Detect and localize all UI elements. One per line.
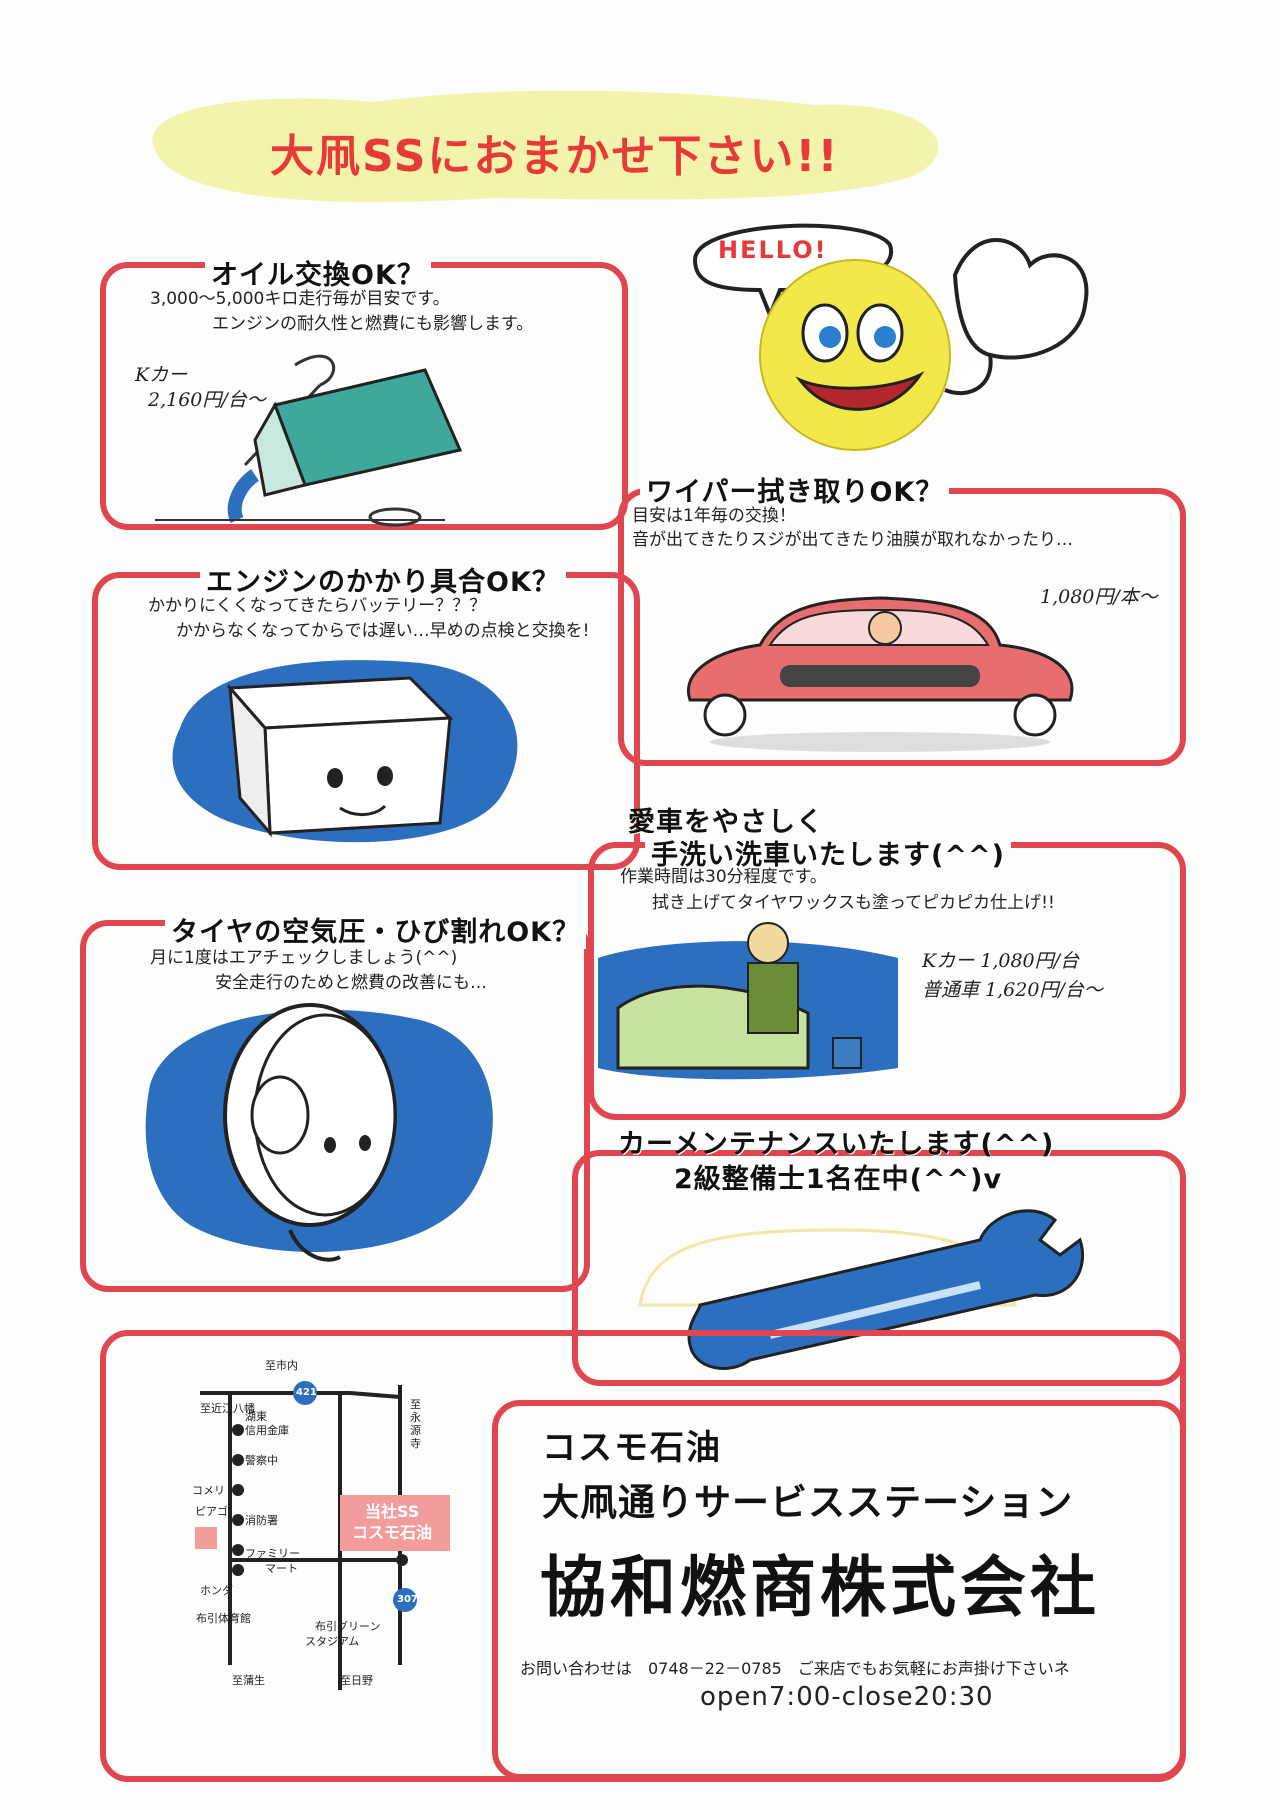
route-421-badge: 421 bbox=[296, 1387, 317, 1398]
oil-price-label: Kカー bbox=[135, 364, 188, 386]
oil-line-2: エンジンの耐久性と燃費にも影響します。 bbox=[212, 314, 534, 334]
map-gym: 布引体育館 bbox=[196, 1612, 251, 1625]
maintenance-box bbox=[572, 1150, 1186, 1386]
engine-line-1: かかりにくくなってきたらバッテリー？？？ bbox=[148, 596, 487, 616]
car-wash-illustration bbox=[598, 922, 898, 1080]
map-komeri: コメリ bbox=[192, 1484, 225, 1497]
map-police: 警察中 bbox=[245, 1454, 278, 1467]
engine-line-2: かからなくなってからでは遅い…早めの点検と交換を! bbox=[176, 621, 590, 641]
company-hours: open7:00-close20:30 bbox=[700, 1682, 994, 1712]
map-green-2: スタジアム bbox=[305, 1635, 360, 1648]
car-illustration bbox=[686, 596, 1074, 752]
company-station: 大凧通りサービスステーション bbox=[542, 1481, 1074, 1524]
wash-line-2: 拭き上げてタイヤワックスも塗ってピカピカ仕上げ!! bbox=[652, 893, 1055, 913]
wiper-heading: ワイパー拭き取りOK？ bbox=[640, 470, 950, 509]
map-bank-2: 信用金庫 bbox=[245, 1424, 289, 1437]
oil-price: 2,160円/台～ bbox=[148, 389, 266, 411]
company-brand: コスモ石油 bbox=[542, 1428, 722, 1468]
company-name: 協和燃商株式会社 bbox=[540, 1549, 1100, 1626]
map-ss-label-1: 当社SS bbox=[365, 1502, 420, 1521]
tire-line-1: 月に1度はエアチェックしましょう(^^) bbox=[150, 948, 458, 968]
oil-line-1: 3,000～5,000キロ走行毎が目安です。 bbox=[150, 289, 450, 309]
map-family-2: マート bbox=[265, 1562, 298, 1575]
battery-illustration bbox=[172, 660, 518, 843]
wiper-price: 1,080円/本～ bbox=[1040, 586, 1158, 608]
wash-heading-1: 愛車をやさしく bbox=[628, 807, 824, 838]
map-piago: ピアゴ bbox=[195, 1505, 228, 1518]
tire-line-2: 安全走行のためと燃費の改善にも… bbox=[215, 973, 487, 993]
wiper-line-1: 目安は1年毎の交換！ bbox=[632, 506, 796, 526]
engine-heading: エンジンのかかり具合OK？ bbox=[200, 560, 566, 599]
map-green-1: 布引グリーン bbox=[315, 1620, 381, 1633]
map-ss-label-2: コスモ石油 bbox=[352, 1523, 433, 1542]
maintenance-heading-2: 2級整備士1名在中(^^)v bbox=[668, 1157, 1009, 1196]
wash-price-1: Kカー 1,080円/台 bbox=[922, 950, 1080, 972]
wiper-line-2: 音が出てきたりスジが出てきたり油膜が取れなかったり… bbox=[632, 530, 1073, 550]
wash-price-2: 普通車 1,620円/台～ bbox=[922, 979, 1103, 1001]
map-hino: 至日野 bbox=[340, 1674, 373, 1687]
hello-bubble-text: HELLO! bbox=[718, 236, 828, 264]
company-contact: お問い合わせは 0748－22－0785 ご来店でもお気軽にお声掛け下さいネ bbox=[520, 1659, 1070, 1678]
page-title: 大凧SSにおまかせ下さい!! bbox=[270, 131, 840, 182]
wash-heading-2: 手洗い洗車いたします(^^) bbox=[645, 833, 1011, 872]
map-north: 至市内 bbox=[265, 1359, 298, 1372]
wrench-illustration bbox=[638, 1209, 1085, 1370]
oil-heading: オイル交換OK？ bbox=[205, 253, 431, 292]
map-honda: ホンダ bbox=[200, 1584, 233, 1597]
company-box bbox=[492, 1400, 1186, 1780]
oil-can-illustration bbox=[155, 354, 463, 527]
map-oumi: 至近江八幡 bbox=[200, 1402, 255, 1415]
map-fire: 消防署 bbox=[245, 1514, 278, 1527]
hello-mascot bbox=[692, 223, 1089, 451]
maintenance-heading-1: カーメンテナンスいたします(^^) bbox=[618, 1129, 1055, 1160]
map-eigenji: 至永源寺 bbox=[410, 1398, 421, 1450]
route-307-badge: 307 bbox=[397, 1594, 418, 1605]
map-family-1: ファミリー bbox=[245, 1547, 300, 1560]
access-map bbox=[195, 1381, 450, 1690]
tire-heading: タイヤの空気圧・ひび割れOK？ bbox=[165, 910, 587, 949]
map-gamo: 至蒲生 bbox=[232, 1674, 265, 1687]
title-banner bbox=[152, 90, 939, 203]
wash-line-1: 作業時間は30分程度です。 bbox=[620, 867, 827, 887]
map-bank-1: 湖東 bbox=[245, 1410, 267, 1423]
tire-illustration bbox=[145, 1003, 493, 1262]
